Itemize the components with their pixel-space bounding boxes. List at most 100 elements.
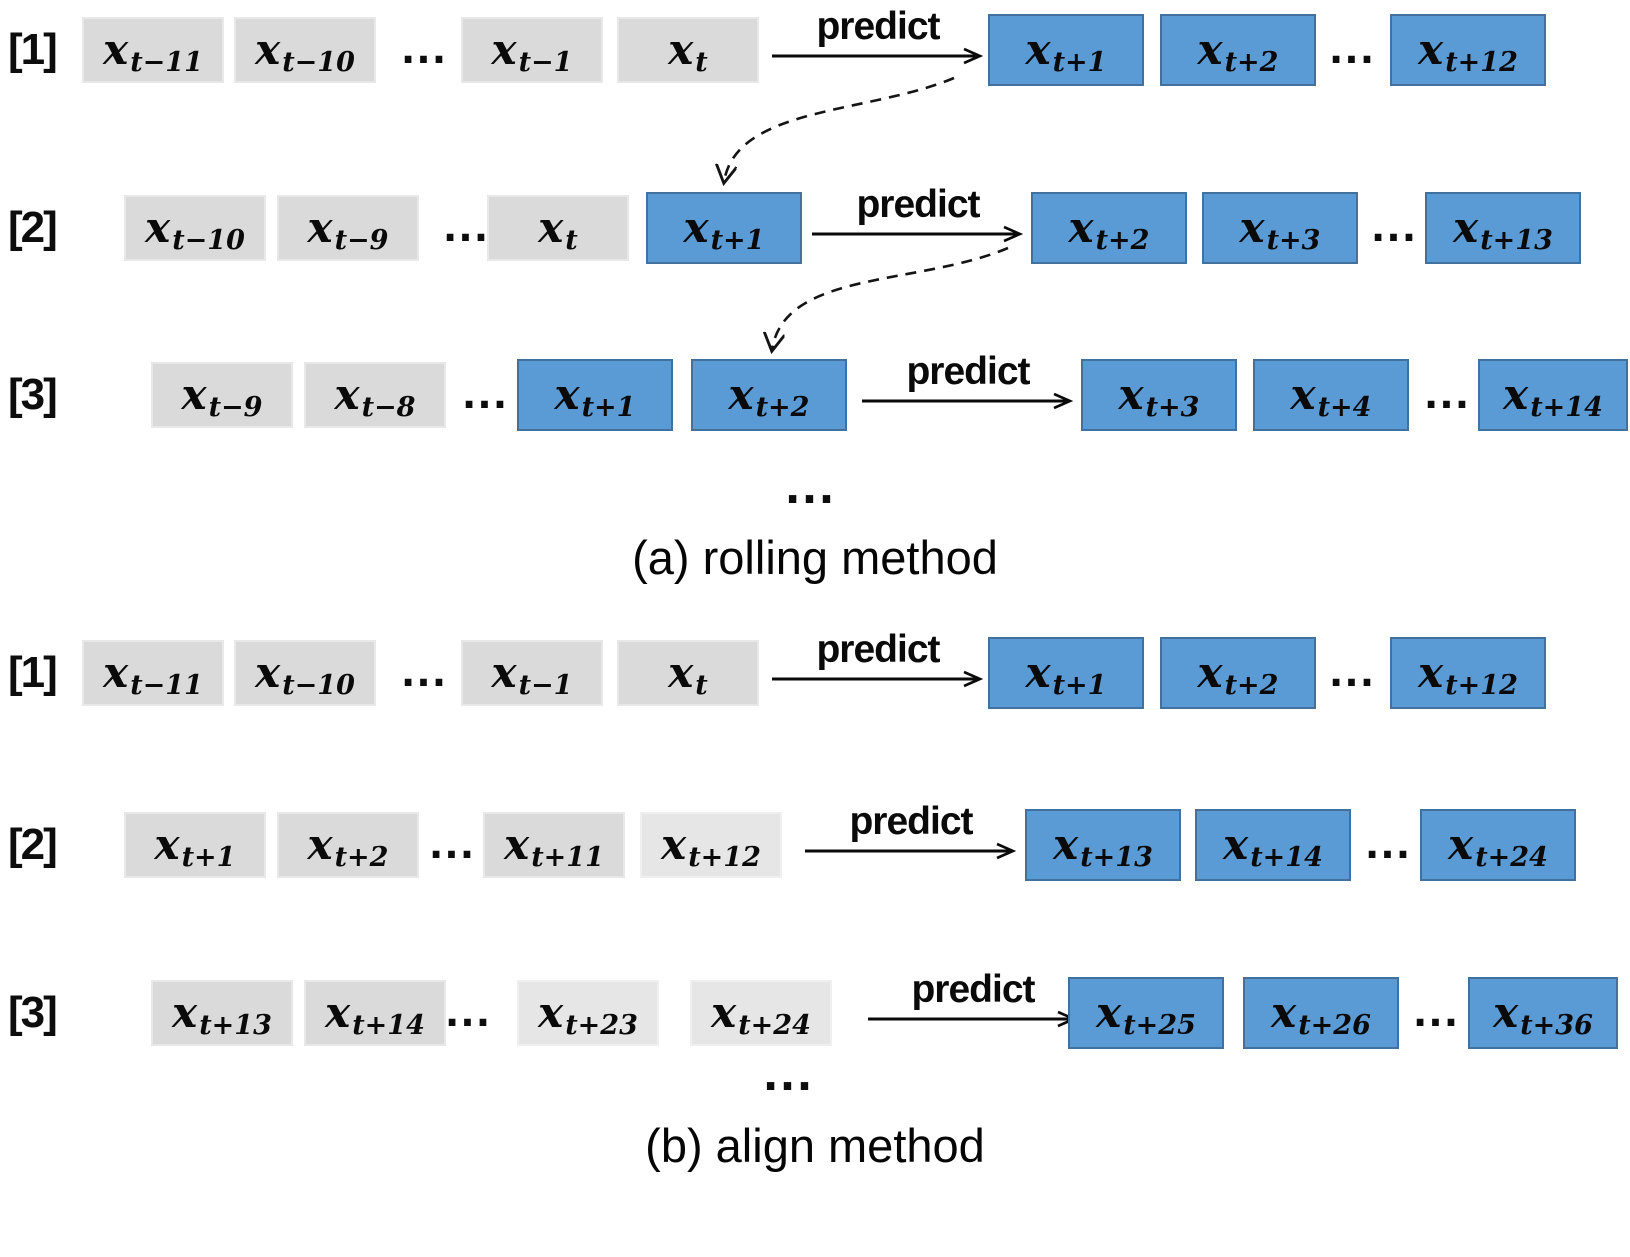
box-variable: x xyxy=(145,203,171,252)
box-subscript: t+12 xyxy=(1445,46,1518,78)
predict-label: predict xyxy=(906,350,1030,393)
box-variable: x xyxy=(307,203,333,252)
box-subscript: t+13 xyxy=(1080,841,1153,873)
caption-rolling-method: (a) rolling method xyxy=(632,531,998,584)
box-subscript: t+1 xyxy=(181,841,236,873)
box-subscript: t+14 xyxy=(352,1009,425,1041)
ellipsis-mid: ... xyxy=(400,28,448,72)
ellipsis-section: ... xyxy=(762,1050,814,1100)
box-subscript: t+2 xyxy=(1224,669,1279,701)
box-subscript: t+11 xyxy=(531,841,604,873)
box-subscript: t−10 xyxy=(282,669,355,701)
box-variable: x xyxy=(1096,988,1122,1037)
box-variable: x xyxy=(334,370,360,419)
row-label: [1] xyxy=(8,648,58,697)
box-subscript: t−9 xyxy=(334,224,389,256)
box-subscript: t−1 xyxy=(518,46,573,78)
predict-label: predict xyxy=(816,628,940,671)
predict-arrow-icon xyxy=(862,392,1074,410)
box-subscript: t+1 xyxy=(710,224,765,256)
box-variable: x xyxy=(661,820,687,869)
box-subscript: t+26 xyxy=(1298,1009,1371,1041)
box-variable: x xyxy=(1418,25,1444,74)
box-subscript: t−10 xyxy=(172,224,245,256)
box-subscript: t xyxy=(565,224,578,256)
box-variable: x xyxy=(538,988,564,1037)
box-variable: x xyxy=(1290,370,1316,419)
predict-arrow-icon xyxy=(772,670,984,688)
box-subscript: t+12 xyxy=(1445,669,1518,701)
box-subscript: t+12 xyxy=(688,841,761,873)
row-label: [1] xyxy=(8,25,58,74)
predict-arrow-icon xyxy=(805,842,1017,860)
box-subscript: t+14 xyxy=(1530,391,1603,423)
predict-label: predict xyxy=(856,183,980,226)
ellipsis-mid: ... xyxy=(444,991,492,1035)
box-subscript: t+1 xyxy=(1052,46,1107,78)
predict-arrow-icon xyxy=(772,47,984,65)
ellipsis-mid: ... xyxy=(1328,28,1376,72)
box-variable: x xyxy=(683,203,709,252)
box-variable: x xyxy=(1197,25,1223,74)
predict-arrow: predict xyxy=(772,3,984,65)
predict-label: predict xyxy=(849,800,973,843)
box-variable: x xyxy=(1197,648,1223,697)
box-subscript: t+14 xyxy=(1250,841,1323,873)
box-variable: x xyxy=(1223,820,1249,869)
box-variable: x xyxy=(504,820,530,869)
box-variable: x xyxy=(1068,203,1094,252)
box-variable: x xyxy=(255,25,281,74)
box-variable: x xyxy=(154,820,180,869)
box-subscript: t+3 xyxy=(1145,391,1200,423)
box-variable: x xyxy=(103,25,129,74)
box-variable: x xyxy=(181,370,207,419)
box-subscript: t−8 xyxy=(361,391,416,423)
box-subscript: t+24 xyxy=(1475,841,1548,873)
box-variable: x xyxy=(1418,648,1444,697)
predict-label: predict xyxy=(816,5,940,48)
box-subscript: t−11 xyxy=(130,46,203,78)
box-subscript: t+4 xyxy=(1317,391,1372,423)
row-label: [2] xyxy=(8,203,58,252)
box-variable: x xyxy=(307,820,333,869)
predict-arrow: predict xyxy=(868,966,1078,1028)
box-subscript: t+2 xyxy=(334,841,389,873)
box-subscript: t+36 xyxy=(1520,1009,1593,1041)
ellipsis-mid: ... xyxy=(1328,651,1376,695)
box-subscript: t+24 xyxy=(738,1009,811,1041)
box-subscript: t xyxy=(695,669,708,701)
feedback-arrow-icon-2 xyxy=(772,246,1009,350)
box-variable: x xyxy=(1118,370,1144,419)
